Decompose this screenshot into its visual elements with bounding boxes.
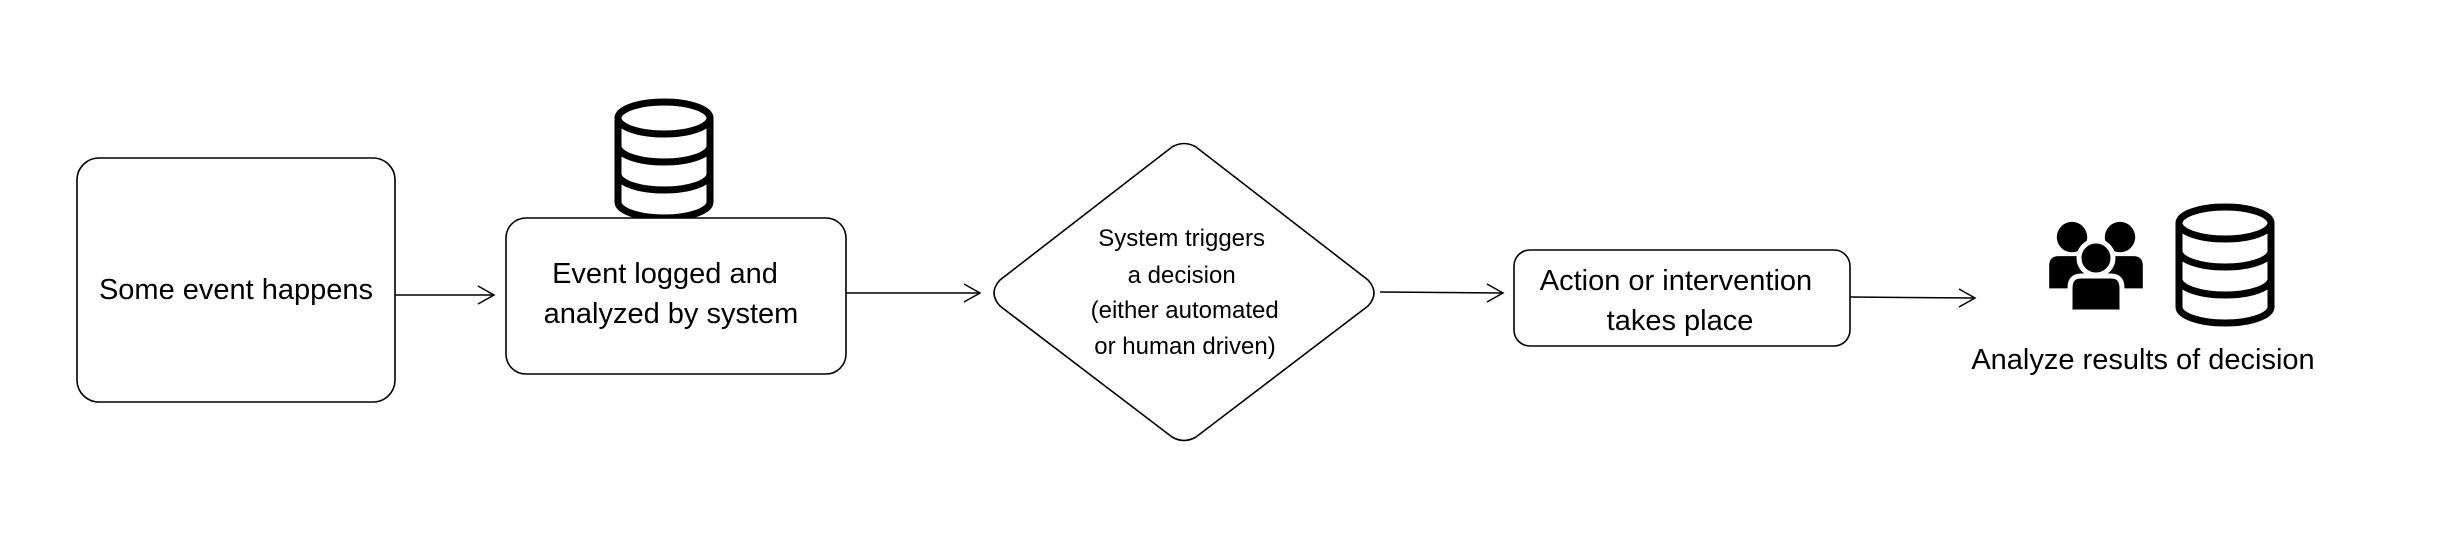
node-analyze-label: Analyze results of decision (1971, 344, 2314, 376)
node-action-label: Action or intervention takes place (1540, 265, 1821, 337)
database-icon (2179, 207, 2271, 323)
node-analyze: Analyze results of decision (1971, 207, 2315, 376)
database-icon (618, 102, 710, 218)
node-event-label: Some event happens (99, 274, 373, 306)
node-logged: Event logged and analyzed by system (505, 102, 847, 375)
users-group-icon (2049, 221, 2143, 315)
arrow-action-to-analyze (1849, 288, 1977, 308)
arrow-decision-to-action (1379, 283, 1505, 303)
arrow-logged-to-decision (846, 283, 982, 303)
node-logged-label: Event logged and analyzed by system (544, 258, 799, 330)
node-decision: System triggers a decision (either autom… (993, 142, 1375, 442)
node-decision-label: System triggers a decision (either autom… (1091, 225, 1286, 360)
arrow-event-to-logged (395, 285, 496, 305)
node-event: Some event happens (76, 157, 396, 403)
node-action: Action or intervention takes place (1513, 249, 1851, 347)
